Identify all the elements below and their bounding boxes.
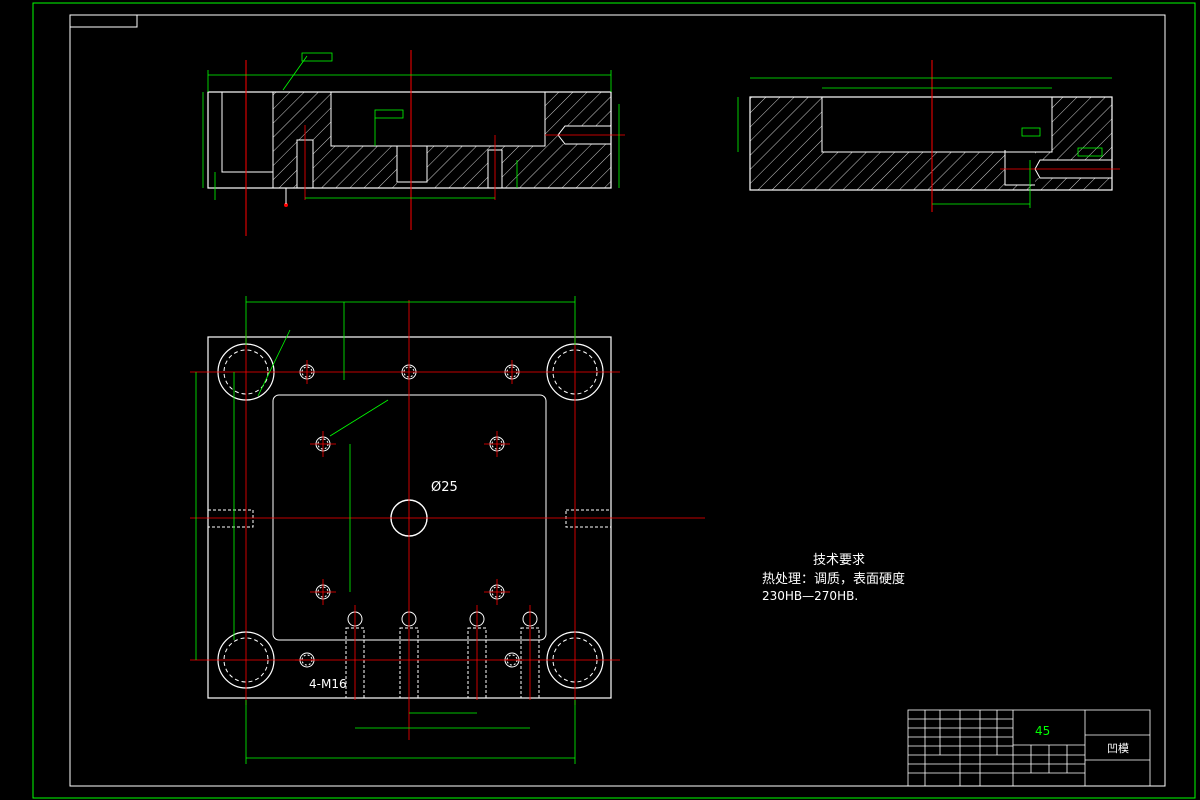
front-section-view: [202, 50, 625, 236]
inner-frame: [69, 14, 1166, 787]
side-hatch-right: [1052, 97, 1112, 152]
plan-view: [190, 296, 705, 764]
title-block-material: 45: [1035, 724, 1050, 738]
section-hatch-center-left: [331, 146, 397, 188]
outer-frame: [32, 2, 1196, 799]
title-block: [907, 709, 1151, 787]
corner-tag-box: [69, 14, 138, 28]
cavity-outline: [272, 394, 547, 641]
center-bore-label: Ø25: [431, 480, 458, 495]
title-block-part-name: 凹模: [1107, 742, 1129, 755]
side-section-view: [737, 60, 1120, 212]
thread-callout-label: 4-M16: [309, 677, 347, 691]
tech-req-line1: 热处理：调质，表面硬度: [762, 571, 905, 587]
section-hatch-center-right: [427, 146, 545, 188]
side-thread-holes: [207, 509, 612, 528]
side-hatch-left: [750, 97, 822, 152]
tech-req-line2: 230HB—270HB.: [762, 589, 858, 603]
screw-holes: [299, 364, 520, 668]
tech-req-heading: 技术要求: [813, 553, 865, 568]
